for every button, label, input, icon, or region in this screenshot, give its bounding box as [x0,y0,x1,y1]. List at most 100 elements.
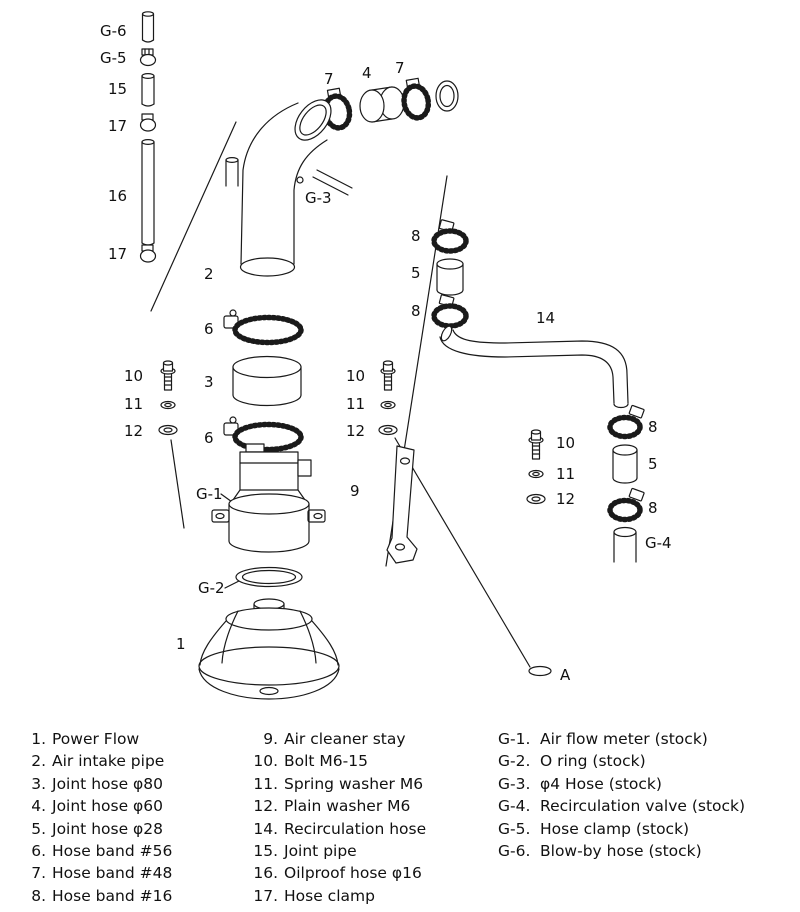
part-8-hose-band-c [607,404,645,440]
label-9: 9 [350,482,360,500]
diagram-callout-labels: G-6 G-5 15 17 16 17 7 4 7 G-3 2 8 5 8 14… [100,22,672,684]
part-g2-o-ring [235,566,303,588]
legend-item: G-1.Air flow meter (stock) [498,728,745,750]
legend-item-number: 9. [263,730,278,748]
part-g4-recirculation-valve-pipe [613,526,637,563]
part-10-11-12-fastener-set-a [158,360,178,436]
part-9-air-cleaner-stay [386,445,418,564]
label-10-b: 10 [346,367,365,385]
label-1: 1 [176,635,186,653]
part-15-joint-pipe [141,72,155,107]
part-pipe-end-ring [435,80,459,112]
part-6-hose-band-a [223,309,304,346]
legend-item: G-3. φ4 Hose (stock) [498,773,745,795]
part-6-hose-band-b [223,416,304,453]
part-16-oilproof-hose [141,139,155,246]
label-8-b: 8 [411,302,421,320]
part-5-joint-hose-a [436,258,464,296]
legend-item: 2.Air intake pipe [28,750,172,772]
label-12-a: 12 [124,422,143,440]
legend-item-number: 3. [31,774,46,793]
parts-legend: 1.Power Flow 2.Air intake pipe 3. Joint h… [0,728,800,912]
label-12-b: 12 [346,422,365,440]
label-12-c: 12 [556,490,575,508]
part-14-recirculation-hose [439,325,629,409]
legend-item-number: 5. [31,819,46,838]
label-8-d: 8 [648,499,658,517]
label-14: 14 [536,309,555,327]
legend-item: G-2.O ring (stock) [498,750,745,772]
legend-column-3: G-1.Air flow meter (stock) G-2.O ring (s… [498,728,745,862]
part-5-joint-hose-b [612,444,638,484]
part-10-11-12-fastener-set-c [526,429,546,505]
label-g5: G-5 [100,49,127,67]
legend-item-number: 16. [253,864,278,883]
legend-column-1: 1.Power Flow 2.Air intake pipe 3. Joint h… [28,728,172,907]
label-11-b: 11 [346,395,365,413]
part-8-hose-band-b [431,294,469,329]
legend-item: 6. Hose band #56 [28,840,172,862]
label-2: 2 [204,265,214,283]
legend-item-label: Spring washer M6 [284,774,424,793]
marker-a-attachment-point [528,665,552,677]
label-11-a: 11 [124,395,143,413]
label-15: 15 [108,80,127,98]
label-10-c: 10 [556,434,575,452]
legend-item-label: Bolt M6-15 [284,752,368,771]
label-17-a: 17 [108,117,127,135]
legend-item-number: G-5. [498,819,531,838]
legend-item-number: 11. [253,774,278,793]
legend-item: 1.Power Flow [28,728,172,750]
label-g2: G-2 [198,579,225,597]
part-g3-phi4-hose [312,169,353,196]
legend-item-number: 17. [253,886,278,905]
legend-item-number: 12. [253,797,278,816]
label-g6: G-6 [100,22,127,40]
legend-item: 8.Hose band #16 [28,885,172,907]
legend-item-label: Plain washer M6 [284,797,411,816]
label-7-b: 7 [395,59,405,77]
label-10-a: 10 [124,367,143,385]
label-7-a: 7 [324,70,334,88]
legend-item-number: 4. [31,797,46,816]
legend-item-number: 10. [253,752,278,771]
legend-item: 12. Plain washer M6 [250,795,426,817]
part-8-hose-band-d [607,487,645,523]
legend-item-number: G-4. [498,797,531,816]
legend-item-label: Recirculation valve (stock) [540,797,746,816]
part-7-hose-band-b [401,77,432,121]
legend-item: G-5. Hose clamp (stock) [498,818,745,840]
label-16: 16 [108,187,127,205]
label-6-a: 6 [204,320,214,338]
legend-item-label: Hose band #56 [52,842,173,861]
legend-item-label: Blow-by hose (stock) [540,842,702,861]
part-3-joint-hose [232,355,302,407]
legend-item-label: Power Flow [52,730,140,748]
legend-item-label: Joint hose φ60 [52,797,163,816]
legend-item-label: Joint hose φ80 [52,774,163,793]
legend-item: 15.Joint pipe [250,840,426,862]
legend-item: 5. Joint hose φ28 [28,818,172,840]
legend-item-label: Hose clamp (stock) [540,819,690,838]
part-g5-hose-clamp [139,48,157,67]
legend-item-number: G-2. [498,752,531,771]
part-8-hose-band-a [431,219,469,254]
legend-item-label: φ4 Hose (stock) [540,774,662,793]
legend-item-number: G-3. [498,774,531,793]
legend-item: 10. Bolt M6-15 [250,750,426,772]
legend-item-label: Joint hose φ28 [52,819,163,838]
legend-item-number: 14. [253,819,278,838]
legend-item: 14. Recirculation hose [250,818,426,840]
legend-item-label: Recirculation hose [284,819,427,838]
label-a: A [560,666,571,684]
legend-item-label: Joint pipe [284,842,357,861]
label-g4: G-4 [645,534,672,552]
legend-item-label: Air intake pipe [52,752,165,771]
legend-item: 4. Joint hose φ60 [28,795,172,817]
part-4-joint-hose [359,86,405,123]
legend-item-number: 6. [31,842,46,861]
legend-item-number: 7. [31,864,46,883]
label-11-c: 11 [556,465,575,483]
legend-column-2: 9.Air cleaner stay 10.Bolt M6-15 11.Spri… [250,728,426,907]
